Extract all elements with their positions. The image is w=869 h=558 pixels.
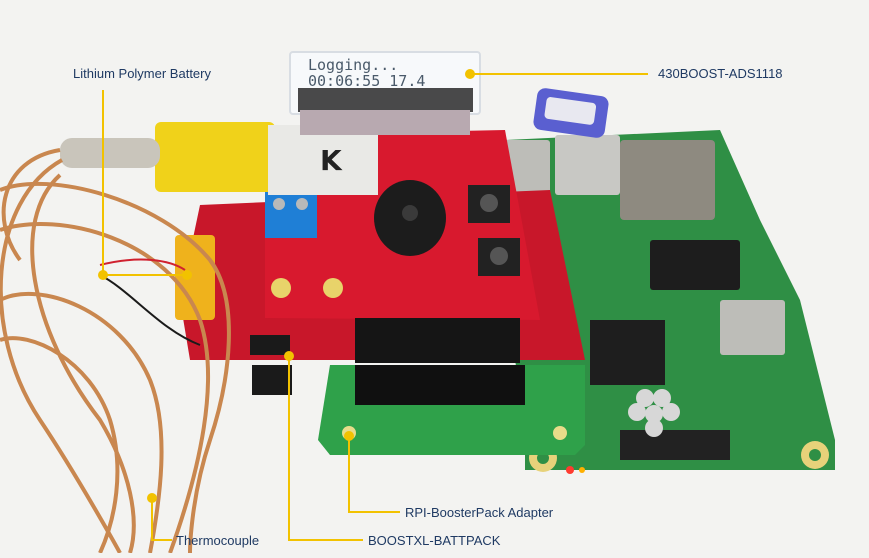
pcb-hole-right (323, 278, 343, 298)
ethernet-port (620, 140, 715, 220)
soc-chip (590, 320, 665, 385)
hdmi-port (720, 300, 785, 355)
battery-leads (99, 258, 201, 346)
callout-line-thermocouple (151, 498, 172, 541)
terminal-block (265, 192, 317, 238)
callout-label-ads: 430BOOST-ADS1118 (658, 66, 783, 81)
lcd-line-2: 00:06:55 17.4 (308, 72, 425, 90)
ads-header (355, 318, 520, 363)
lcd-pins (300, 110, 470, 135)
callout-label-battpack: BOOSTXL-BATTPACK (368, 533, 501, 548)
connector-strain-relief (60, 138, 160, 168)
callout-label-battery: Lithium Polymer Battery (73, 66, 211, 81)
callout-line-battpack (288, 356, 363, 541)
status-led-amber (579, 467, 585, 473)
thermocouple-connector: K (60, 122, 378, 195)
usb-port (555, 135, 620, 195)
pcb-hole-left (271, 278, 291, 298)
lcd-display: Logging... 00:06:55 17.4 (289, 51, 481, 135)
audio-jack (650, 240, 740, 290)
adapter-header (355, 365, 525, 405)
lcd-line-1: Logging... (308, 56, 398, 74)
callout-line-adapter (348, 436, 400, 513)
camera-connector (620, 430, 730, 460)
battpack-switch (252, 365, 292, 395)
callout-label-adapter: RPI-BoosterPack Adapter (405, 505, 554, 520)
status-led-red (566, 466, 574, 474)
rpi-boosterpack-adapter-board (318, 365, 585, 455)
raspberry-logo (628, 389, 680, 437)
callout-label-thermocouple: Thermocouple (176, 533, 260, 548)
k-socket (268, 125, 378, 195)
callout-dots (98, 69, 475, 503)
thermocouple-wire (0, 148, 231, 554)
svg-text:K: K (320, 144, 343, 177)
